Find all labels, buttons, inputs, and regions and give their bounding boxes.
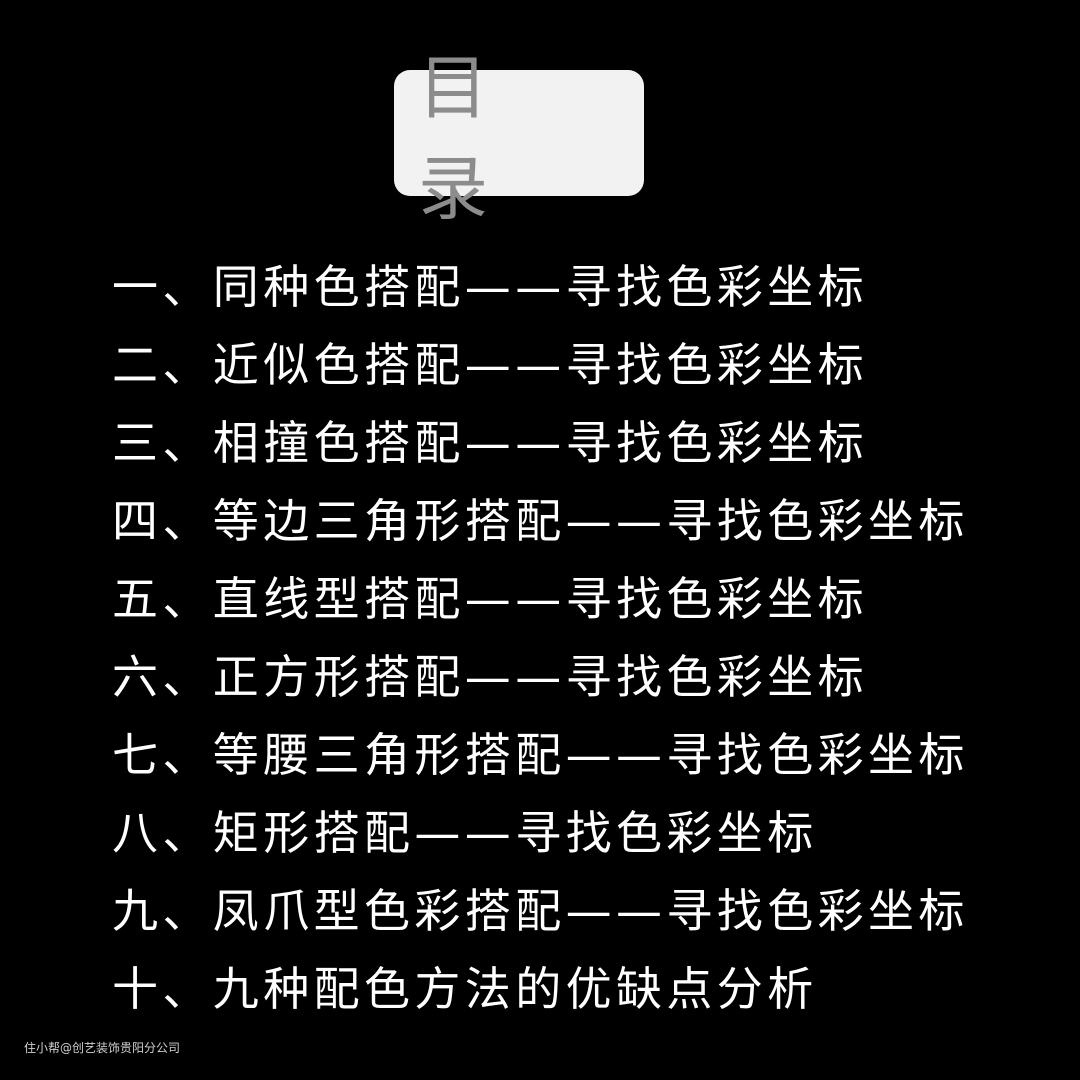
toc-item: 五、直线型搭配——寻找色彩坐标: [112, 572, 868, 626]
table-of-contents: 一、同种色搭配——寻找色彩坐标 二、近似色搭配——寻找色彩坐标 三、相撞色搭配—…: [112, 258, 969, 1038]
watermark: 住小帮@创艺装饰贵阳分公司: [24, 1041, 181, 1055]
toc-item: 一、同种色搭配——寻找色彩坐标: [112, 260, 868, 314]
toc-item: 八、矩形搭配——寻找色彩坐标: [112, 806, 818, 860]
toc-item: 七、等腰三角形搭配——寻找色彩坐标: [112, 728, 969, 782]
toc-item: 六、正方形搭配——寻找色彩坐标: [112, 650, 868, 704]
toc-item: 三、相撞色搭配——寻找色彩坐标: [112, 416, 868, 470]
toc-item: 十、九种配色方法的优缺点分析: [112, 962, 818, 1016]
title-box: 目 录: [394, 47, 644, 230]
toc-item: 九、凤爪型色彩搭配——寻找色彩坐标: [112, 884, 969, 938]
page-title: 目 录: [418, 47, 512, 230]
toc-item: 四、等边三角形搭配——寻找色彩坐标: [112, 494, 969, 548]
toc-item: 二、近似色搭配——寻找色彩坐标: [112, 338, 868, 392]
